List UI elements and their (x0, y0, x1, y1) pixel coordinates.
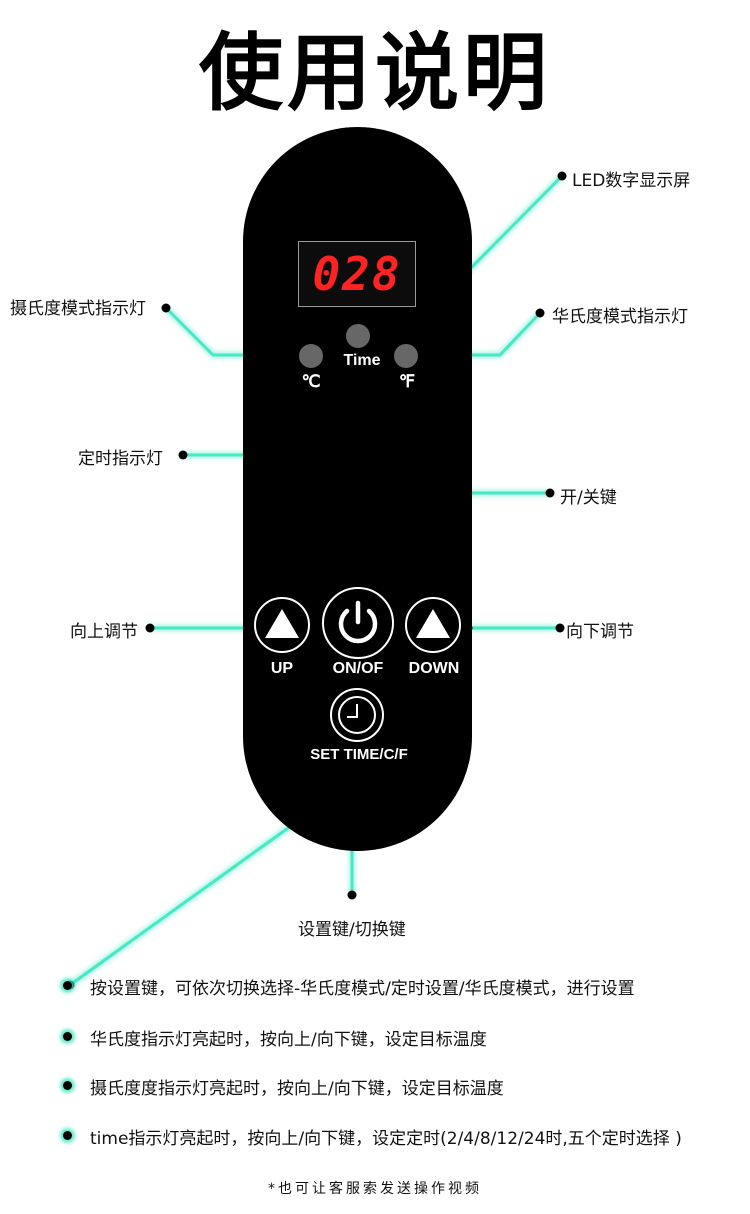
callout-up-adjust: 向上调节 (70, 622, 138, 642)
clock-icon (338, 696, 376, 734)
power-label: ON/OF (332, 660, 384, 677)
note-item: time指示灯亮起时，按向上/向下键，设定定时(2/4/8/12/24时,五个定… (90, 1129, 682, 1149)
note-item: 按设置键，可依次切换选择-华氏度模式/定时设置/华氏度模式，进行设置 (90, 979, 635, 999)
callout-led-screen: LED数字显示屏 (572, 171, 691, 191)
power-icon (338, 600, 378, 644)
down-button[interactable] (405, 597, 461, 653)
note-bullet (63, 981, 72, 990)
up-button[interactable] (254, 597, 310, 653)
note-bullet (63, 1131, 72, 1140)
callout-power-key: 开/关键 (560, 488, 617, 508)
triangle-up-icon (265, 609, 299, 638)
callout-fahrenheit-indicator: 华氏度模式指示灯 (552, 307, 688, 327)
note-bullet (63, 1081, 72, 1090)
callout-down-adjust: 向下调节 (566, 622, 634, 642)
note-item: 华氏度指示灯亮起时，按向上/向下键，设定目标温度 (90, 1030, 487, 1050)
celsius-indicator-light (299, 344, 323, 368)
note-bullet (63, 1032, 72, 1041)
timer-indicator-light (346, 324, 370, 348)
page-title: 使用说明 (198, 24, 551, 122)
fahrenheit-indicator-light (394, 344, 418, 368)
celsius-label: ℃ (301, 372, 321, 391)
time-label: Time (343, 352, 381, 369)
up-label: UP (270, 660, 294, 677)
led-display: 028 (298, 241, 416, 307)
led-display-value: 028 (312, 247, 402, 301)
callout-celsius-indicator: 摄氏度模式指示灯 (10, 299, 146, 319)
footer-note: *也可让客服索发送操作视频 (268, 1181, 482, 1197)
triangle-icon (416, 609, 450, 638)
power-button[interactable] (322, 587, 394, 659)
callout-timer-indicator: 定时指示灯 (78, 449, 163, 469)
callout-set-switch-key: 设置键/切换键 (298, 920, 406, 940)
down-label: DOWN (408, 660, 460, 677)
set-label: SET TIME/C/F (310, 746, 408, 763)
note-item: 摄氏度度指示灯亮起时，按向上/向下键，设定目标温度 (90, 1079, 504, 1099)
fahrenheit-label: ℉ (398, 372, 416, 391)
set-time-button[interactable] (330, 688, 384, 742)
